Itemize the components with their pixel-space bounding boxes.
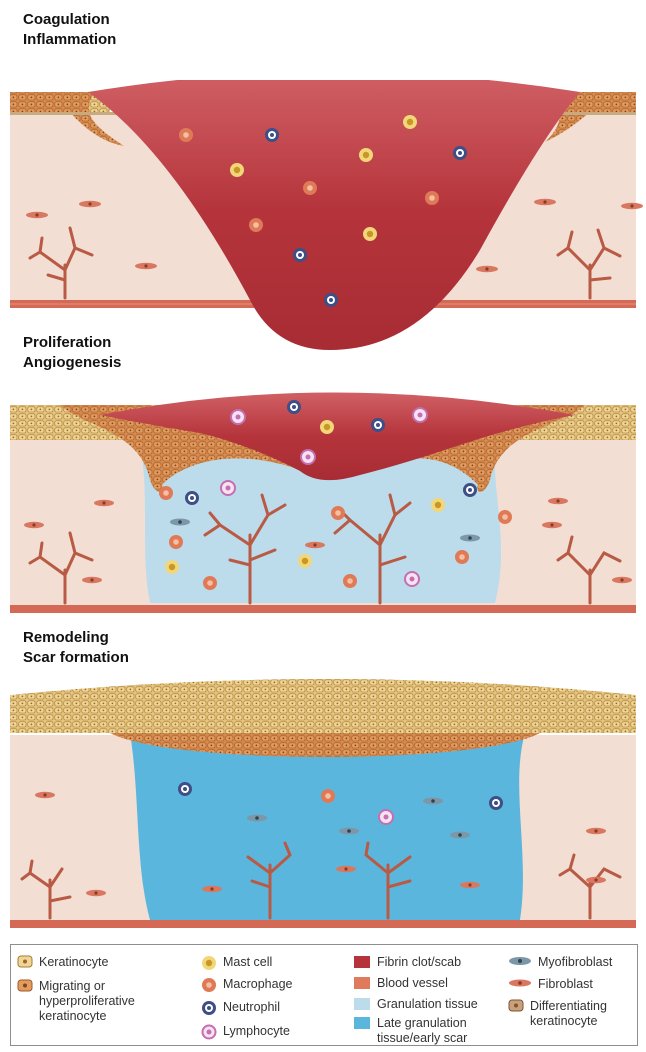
- legend-fibroblast-label: Fibroblast: [538, 977, 593, 992]
- differentiating-keratinocyte-icon: [508, 999, 524, 1012]
- legend-late-granulation: Late granulation tissue/early scar: [353, 1016, 467, 1046]
- legend-myofibroblast-label: Myofibroblast: [538, 955, 612, 970]
- legend-migrating-keratinocyte: Migrating or hyperproliferative keratino…: [17, 979, 135, 1024]
- late-granulation-tissue: [130, 733, 525, 920]
- legend-macrophage-label: Macrophage: [223, 977, 293, 992]
- legend-fibroblast: Fibroblast: [508, 977, 593, 992]
- neutrophil-icon: [201, 1000, 217, 1016]
- legend: Keratinocyte Migrating or hyperprolifera…: [10, 944, 638, 1046]
- legend-keratinocyte: Keratinocyte: [17, 955, 108, 970]
- blood-vessel: [10, 920, 636, 928]
- stage1-diagram: [0, 80, 646, 355]
- lymphocyte-icon: [201, 1024, 217, 1040]
- stage3-diagram: [0, 665, 646, 935]
- legend-late-granulation-label: Late granulation tissue/early scar: [377, 1016, 467, 1046]
- legend-differentiating-keratinocyte-label: Differentiating keratinocyte: [530, 999, 607, 1029]
- epidermis: [10, 679, 636, 733]
- macrophage-icon: [201, 977, 217, 993]
- stage3-title-line1: Remodeling: [23, 629, 109, 646]
- stage1-title-line1: Coagulation: [23, 11, 110, 28]
- blood-vessel-swatch: [353, 976, 371, 990]
- legend-granulation-tissue: Granulation tissue: [353, 997, 478, 1012]
- granulation-tissue-swatch: [353, 997, 371, 1011]
- blood-vessel: [10, 605, 636, 613]
- myofibroblast-icon: [508, 955, 532, 967]
- legend-myofibroblast: Myofibroblast: [508, 955, 612, 970]
- legend-fibrin-clot: Fibrin clot/scab: [353, 955, 461, 970]
- legend-neutrophil-label: Neutrophil: [223, 1000, 280, 1015]
- stage3-title-line2: Scar formation: [23, 649, 129, 666]
- legend-neutrophil: Neutrophil: [201, 1000, 280, 1016]
- legend-mast-cell-label: Mast cell: [223, 955, 272, 970]
- legend-differentiating-keratinocyte: Differentiating keratinocyte: [508, 999, 607, 1029]
- legend-keratinocyte-label: Keratinocyte: [39, 955, 108, 970]
- stage2-diagram: [0, 385, 646, 620]
- migrating-keratinocyte-icon: [17, 979, 33, 992]
- stage3-title: Remodeling Scar formation: [23, 628, 129, 668]
- legend-lymphocyte: Lymphocyte: [201, 1024, 290, 1040]
- fibrin-clot-swatch: [353, 955, 371, 969]
- legend-blood-vessel: Blood vessel: [353, 976, 448, 991]
- legend-blood-vessel-label: Blood vessel: [377, 976, 448, 991]
- late-granulation-swatch: [353, 1016, 371, 1030]
- legend-granulation-tissue-label: Granulation tissue: [377, 997, 478, 1012]
- mast-cell-icon: [201, 955, 217, 971]
- legend-lymphocyte-label: Lymphocyte: [223, 1024, 290, 1039]
- stage2-title-line2: Angiogenesis: [23, 354, 121, 371]
- legend-fibrin-clot-label: Fibrin clot/scab: [377, 955, 461, 970]
- legend-mast-cell: Mast cell: [201, 955, 272, 971]
- fibroblast-icon: [508, 977, 532, 989]
- keratinocyte-icon: [17, 955, 33, 968]
- legend-macrophage: Macrophage: [201, 977, 293, 993]
- stage1-title: Coagulation Inflammation: [23, 10, 116, 50]
- legend-migrating-keratinocyte-label: Migrating or hyperproliferative keratino…: [39, 979, 135, 1024]
- stage1-title-line2: Inflammation: [23, 31, 116, 48]
